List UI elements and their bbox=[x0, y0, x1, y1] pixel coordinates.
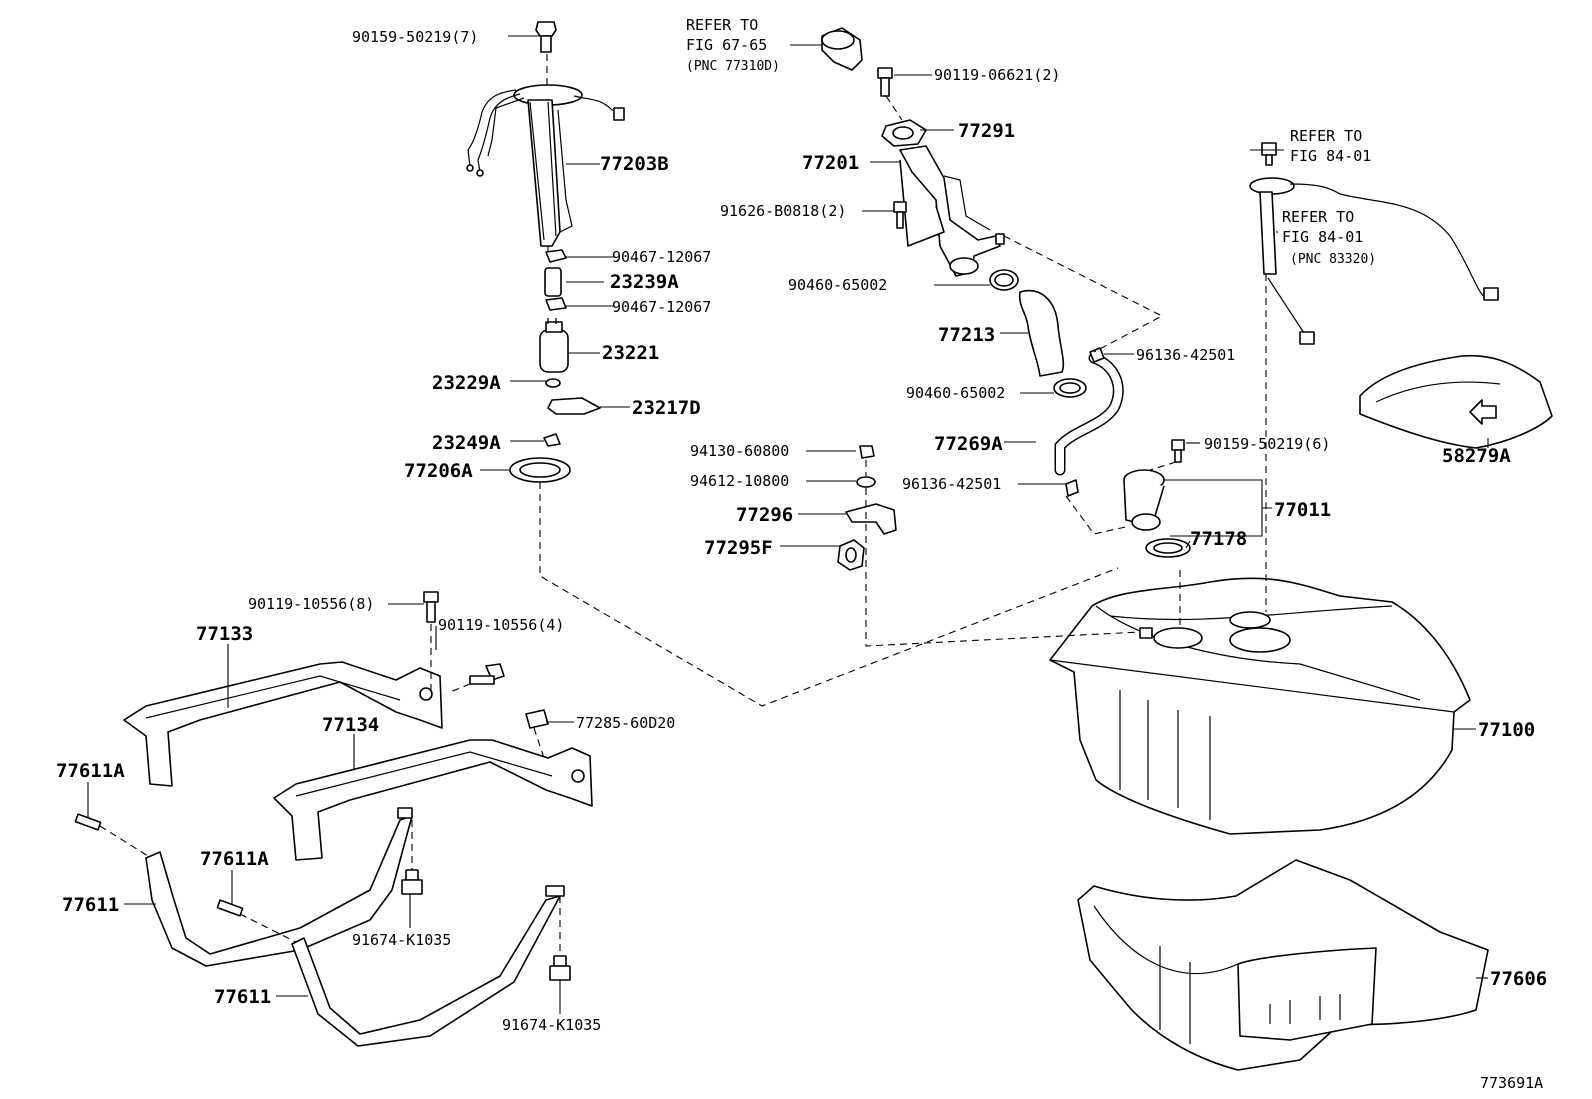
callout-labels: 90159-50219(7) 77203B 90467-12067 23239A… bbox=[56, 16, 1547, 1092]
callout-58279a: 58279A bbox=[1442, 445, 1511, 467]
callout-96136-42501-upper: 96136-42501 bbox=[1136, 346, 1235, 364]
diagram-id: 773691A bbox=[1480, 1074, 1543, 1092]
bolt-90159-50219-side bbox=[1171, 439, 1185, 463]
washer-94612-10800 bbox=[856, 476, 876, 488]
tank-band-77133 bbox=[123, 661, 443, 787]
gasket-ring-77206a bbox=[509, 457, 571, 483]
note-pnc-83320: (PNC 83320) bbox=[1290, 252, 1376, 267]
note-refer-to-3: REFER TO bbox=[1282, 208, 1354, 226]
fuel-suction-tube-assembly bbox=[466, 84, 625, 247]
callout-91674-k1035-lower: 91674-K1035 bbox=[502, 1016, 601, 1034]
callout-77611a-left: 77611A bbox=[56, 760, 125, 782]
screw-90119-06621 bbox=[877, 67, 893, 97]
callout-94130-60800: 94130-60800 bbox=[690, 442, 789, 460]
fuel-tank-77100 bbox=[1049, 577, 1471, 835]
protector-77296 bbox=[845, 503, 897, 535]
callout-77178: 77178 bbox=[1190, 528, 1247, 550]
callout-90467-12067-upper: 90467-12067 bbox=[612, 248, 711, 266]
bolt-91674-k1035-lower bbox=[549, 955, 571, 981]
callout-77285-60d20: 77285-60D20 bbox=[576, 714, 675, 732]
stud-77611a-middle bbox=[216, 899, 244, 917]
fuel-pump-filter-23217d bbox=[547, 397, 601, 415]
callout-77611-lower: 77611 bbox=[214, 986, 271, 1008]
callout-90460-65002-lower: 90460-65002 bbox=[906, 384, 1005, 402]
callout-91626-b0818-2: 91626-B0818(2) bbox=[720, 202, 846, 220]
note-refer-to-2: REFER TO bbox=[1290, 127, 1362, 145]
callout-77133: 77133 bbox=[196, 623, 253, 645]
filler-cap-unit bbox=[821, 27, 863, 71]
tank-strap-77611-lower bbox=[291, 885, 565, 1047]
filler-hose-77213 bbox=[1018, 289, 1065, 377]
callout-90460-65002-upper: 90460-65002 bbox=[788, 276, 887, 294]
hose-clip-96136-upper bbox=[1089, 347, 1105, 363]
callout-77296: 77296 bbox=[736, 504, 793, 526]
callout-77134: 77134 bbox=[322, 714, 379, 736]
callout-90159-50219-7: 90159-50219(7) bbox=[352, 28, 478, 46]
note-pnc-77310d: (PNC 77310D) bbox=[686, 59, 780, 74]
bolt-91674-k1035-upper bbox=[401, 869, 423, 895]
hose-clamp-90460-lower bbox=[1053, 378, 1087, 398]
note-fig-84-01-a: FIG 84-01 bbox=[1290, 147, 1371, 165]
fuel-hose-23239a bbox=[544, 267, 562, 297]
callout-77011: 77011 bbox=[1274, 499, 1331, 521]
hose-clamp-90460-upper bbox=[989, 269, 1019, 291]
bolt-90159-50219-top bbox=[535, 21, 557, 53]
gasket-77178 bbox=[1145, 538, 1191, 558]
filler-pipe-77201 bbox=[899, 145, 1005, 277]
fuel-sender-gauge bbox=[1249, 142, 1499, 345]
callout-90119-06621-2: 90119-06621(2) bbox=[934, 66, 1060, 84]
callout-77295f: 77295F bbox=[704, 537, 773, 559]
callout-91674-k1035-upper: 91674-K1035 bbox=[352, 931, 451, 949]
filter-cushion-23229a bbox=[545, 378, 561, 388]
fuel-pump-23221 bbox=[539, 318, 569, 373]
gasket-77291 bbox=[881, 119, 927, 147]
callout-90119-10556-4: 90119-10556(4) bbox=[438, 616, 564, 634]
callout-77606: 77606 bbox=[1490, 968, 1547, 990]
callout-77206a: 77206A bbox=[404, 460, 473, 482]
callout-77201: 77201 bbox=[802, 152, 859, 174]
tank-protector-77606 bbox=[1077, 859, 1489, 1071]
bolt-90119-10556-upper bbox=[423, 591, 439, 623]
assembly-lines bbox=[99, 54, 1267, 956]
tank-strap-77611-upper bbox=[145, 807, 413, 967]
breather-plate-77011 bbox=[1123, 469, 1165, 531]
clip-77285-60d20 bbox=[525, 709, 549, 729]
callout-23239a: 23239A bbox=[610, 271, 679, 293]
note-refer-to-1: REFER TO bbox=[686, 16, 758, 34]
hose-clip-96136-lower bbox=[1065, 479, 1079, 497]
callout-77213: 77213 bbox=[938, 324, 995, 346]
breather-hose-77269a bbox=[1054, 352, 1124, 476]
callout-77203b: 77203B bbox=[600, 153, 669, 175]
bolt-90119-10556-side bbox=[469, 663, 505, 685]
hose-clamp-upper bbox=[545, 249, 567, 263]
note-fig-67-65: FIG 67-65 bbox=[686, 36, 767, 54]
nut-94130-60800 bbox=[859, 445, 875, 459]
callout-77611-upper: 77611 bbox=[62, 894, 119, 916]
callout-23217d: 23217D bbox=[632, 397, 701, 419]
hose-clamp-lower bbox=[545, 297, 567, 311]
callout-94612-10800: 94612-10800 bbox=[690, 472, 789, 490]
callout-96136-42501-lower: 96136-42501 bbox=[902, 475, 1001, 493]
callout-77611a-middle: 77611A bbox=[200, 848, 269, 870]
callout-23229a: 23229A bbox=[432, 372, 501, 394]
cushion-77295f bbox=[837, 539, 865, 571]
callout-77269a: 77269A bbox=[934, 433, 1003, 455]
callout-90119-10556-8: 90119-10556(8) bbox=[248, 595, 374, 613]
note-fig-84-01-b: FIG 84-01 bbox=[1282, 228, 1363, 246]
leader-lines bbox=[87, 35, 1489, 1014]
callout-23221: 23221 bbox=[602, 342, 659, 364]
stud-77611a-left bbox=[74, 813, 102, 831]
callout-77100: 77100 bbox=[1478, 719, 1535, 741]
tank-band-77134 bbox=[273, 739, 593, 861]
heat-insulator-58279a bbox=[1359, 354, 1553, 449]
callout-23249a: 23249A bbox=[432, 432, 501, 454]
callout-90467-12067-lower: 90467-12067 bbox=[612, 298, 711, 316]
callout-90159-50219-6: 90159-50219(6) bbox=[1204, 435, 1330, 453]
clip-23249a bbox=[543, 433, 561, 447]
bolt-91626-b0818 bbox=[893, 201, 907, 229]
callout-77291: 77291 bbox=[958, 120, 1015, 142]
